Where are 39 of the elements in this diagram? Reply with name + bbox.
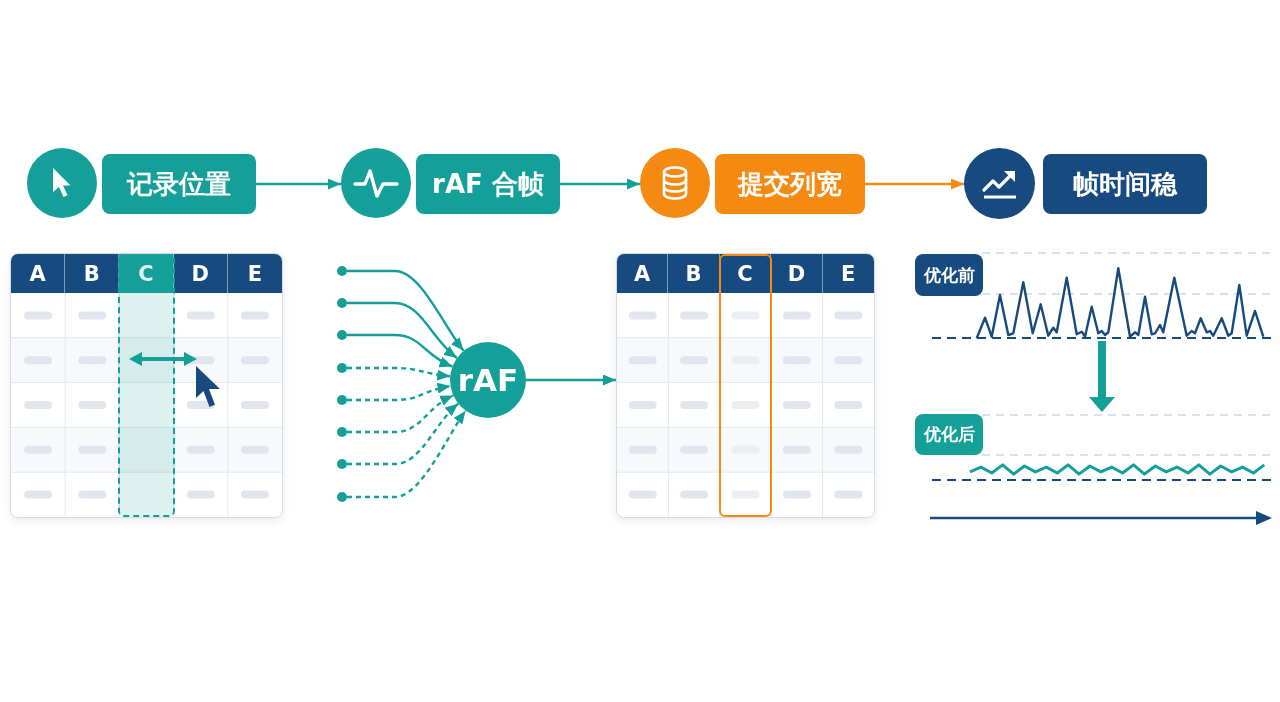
event-dot — [337, 459, 347, 469]
flow-arrow — [347, 366, 451, 381]
column-header: C — [719, 254, 772, 293]
column-header: A — [11, 254, 66, 293]
flow-arrow — [347, 269, 465, 352]
event-dot — [337, 363, 347, 373]
state-tag: 优化后 — [915, 414, 983, 455]
step-label: 记录位置 — [102, 154, 256, 214]
column-header: A — [617, 254, 669, 293]
flow-arrow — [256, 178, 341, 190]
flow-arrow — [526, 374, 616, 386]
flow-arrow — [347, 402, 460, 466]
flow-arrow — [560, 178, 640, 190]
flow-arrow — [347, 301, 458, 359]
flow-arrow — [347, 394, 454, 434]
flow-arrow — [347, 382, 451, 402]
flow-arrow — [347, 333, 453, 368]
step-label: 提交列宽 — [715, 154, 865, 214]
flow-arrow — [347, 410, 467, 499]
column-header: D — [771, 254, 823, 293]
data-table — [10, 253, 283, 518]
event-dot — [337, 298, 347, 308]
event-dot — [337, 330, 347, 340]
step-label: rAF 合帧 — [416, 154, 560, 214]
merge-circle: rAF — [450, 342, 526, 418]
state-tag: 优化前 — [915, 254, 983, 296]
event-dot — [337, 427, 347, 437]
column-header: B — [65, 254, 120, 293]
event-dot — [337, 395, 347, 405]
column-header: E — [227, 254, 282, 293]
column-header: E — [822, 254, 874, 293]
step-label: 帧时间稳 — [1043, 154, 1207, 214]
data-table — [616, 253, 875, 518]
column-header: C — [119, 254, 174, 293]
event-dot — [337, 266, 347, 276]
column-header: B — [668, 254, 720, 293]
event-dot — [337, 492, 347, 502]
flow-arrow — [865, 178, 964, 190]
column-header: D — [173, 254, 228, 293]
